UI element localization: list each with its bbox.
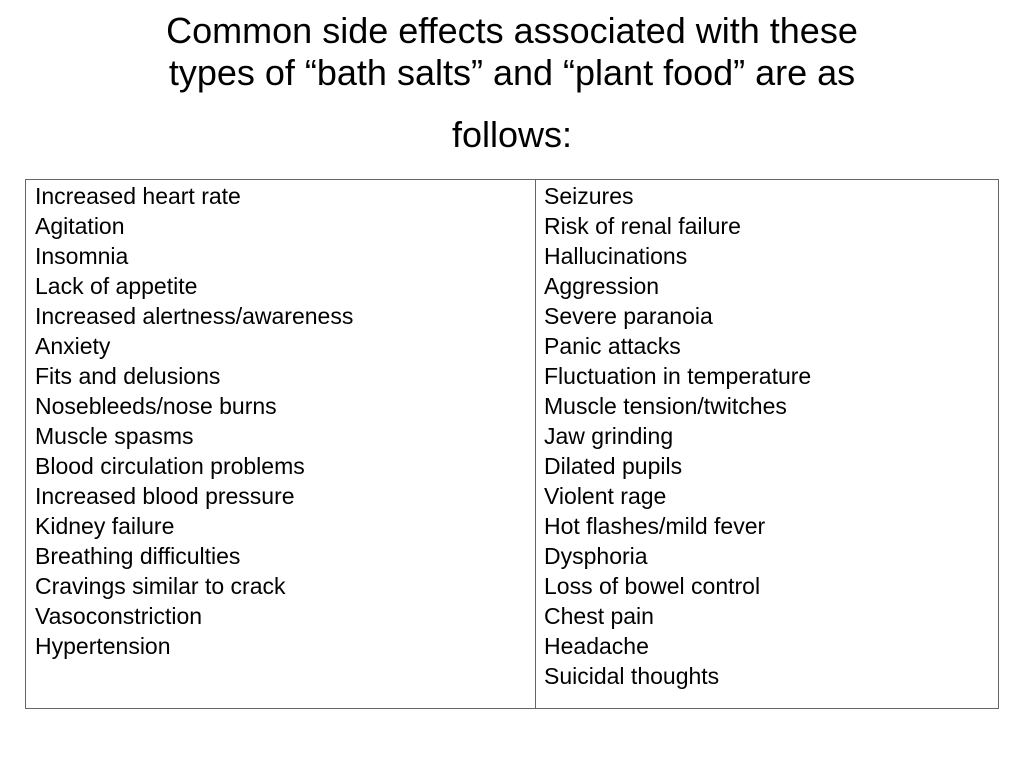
- list-item: Headache: [544, 633, 649, 659]
- list-item: Muscle spasms: [35, 423, 194, 449]
- list-item: Cravings similar to crack: [35, 573, 286, 599]
- list-item: Aggression: [544, 273, 660, 299]
- list-item: Hot flashes/mild fever: [544, 513, 766, 539]
- list-item: Risk of renal failure: [544, 213, 741, 239]
- list-item: Breathing difficulties: [35, 543, 241, 569]
- list-item: Fluctuation in temperature: [544, 363, 812, 389]
- list-item: Anxiety: [35, 333, 111, 359]
- list-item: Jaw grinding: [544, 423, 674, 449]
- list-item: Seizures: [544, 183, 634, 209]
- list-item: Violent rage: [544, 483, 667, 509]
- list-item: Hallucinations: [544, 243, 688, 269]
- right-column: Seizures Risk of renal failure Hallucina…: [536, 180, 998, 708]
- list-item: Severe paranoia: [544, 303, 713, 329]
- list-item: Agitation: [35, 213, 125, 239]
- list-item: Hypertension: [35, 633, 171, 659]
- list-item: Insomnia: [35, 243, 129, 269]
- list-item: Nosebleeds/nose burns: [35, 393, 277, 419]
- title-line-3: follows:: [451, 114, 573, 156]
- list-item: Dysphoria: [544, 543, 648, 569]
- list-item: Loss of bowel control: [544, 573, 761, 599]
- list-item: Muscle tension/twitches: [544, 393, 787, 419]
- slide-title: Common side effects associated with thes…: [40, 10, 984, 156]
- list-item: Increased alertness/awareness: [35, 303, 354, 329]
- list-item: Fits and delusions: [35, 363, 221, 389]
- list-item: Vasoconstriction: [35, 603, 203, 629]
- list-item: Increased blood pressure: [35, 483, 295, 509]
- list-item: Suicidal thoughts: [544, 663, 720, 689]
- list-item: Blood circulation problems: [35, 453, 305, 479]
- left-column: Increased heart rate Agitation Insomnia …: [26, 180, 536, 708]
- title-line-2: types of “bath salts” and “plant food” a…: [168, 52, 856, 94]
- title-line-1: Common side effects associated with thes…: [166, 10, 858, 51]
- list-item: Increased heart rate: [35, 183, 241, 209]
- list-item: Kidney failure: [35, 513, 175, 539]
- list-item: Panic attacks: [544, 333, 681, 359]
- side-effects-table: Increased heart rate Agitation Insomnia …: [25, 179, 999, 709]
- list-item: Lack of appetite: [35, 273, 198, 299]
- list-item: Chest pain: [544, 603, 654, 629]
- list-item: Dilated pupils: [544, 453, 683, 479]
